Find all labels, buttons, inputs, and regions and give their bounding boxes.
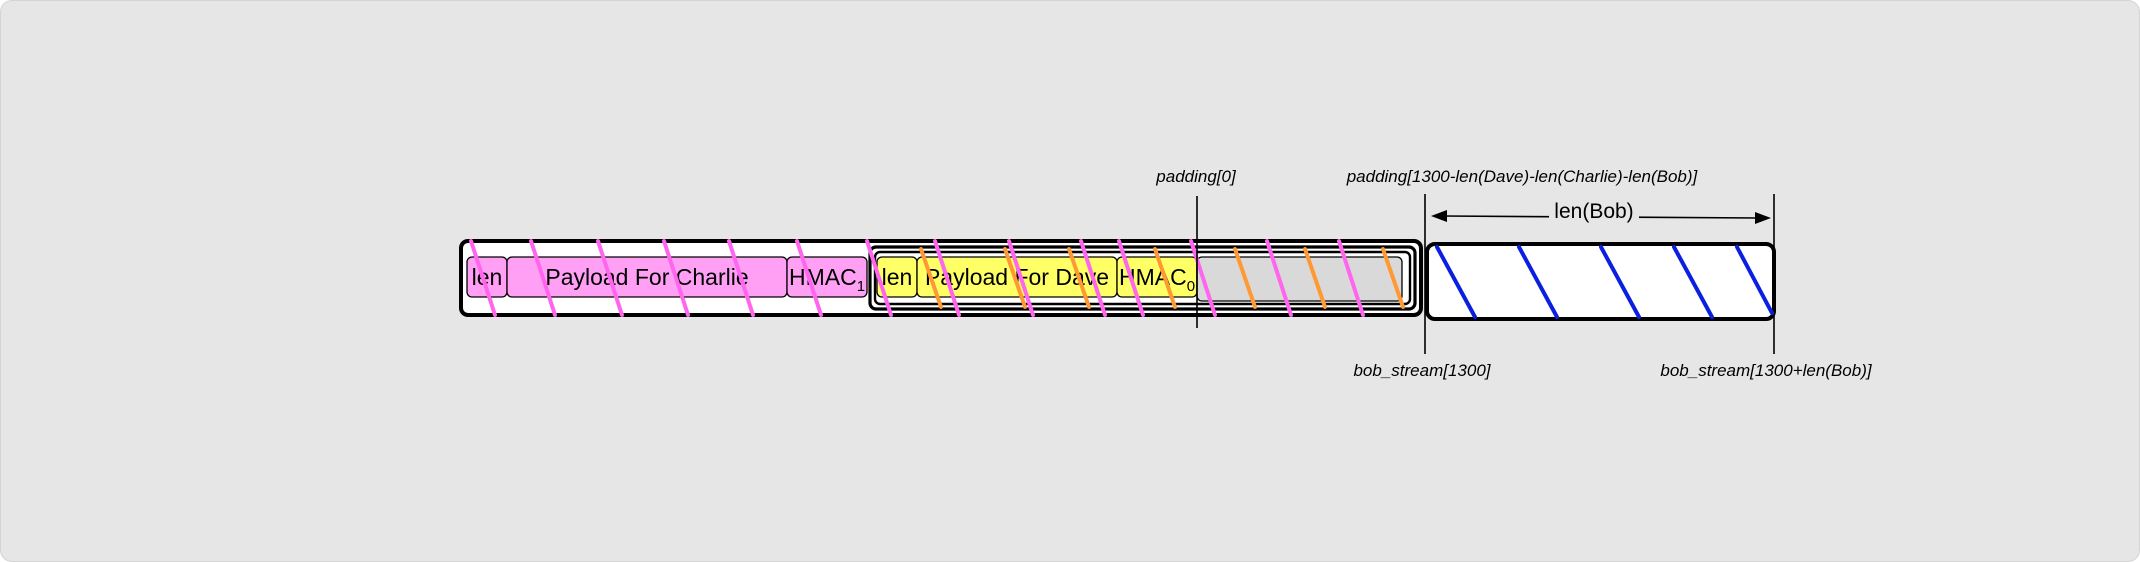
padding-end-label: padding[1300-len(Dave)-len(Charlie)-len(… — [1346, 167, 1699, 186]
padding-field — [1196, 256, 1403, 302]
dave-encryption-hatching — [919, 247, 1405, 309]
padding-start-label: padding[0] — [1155, 167, 1237, 186]
charlie-payload-text: Payload For Charlie — [545, 264, 748, 290]
stream-start-label: bob_stream[1300] — [1353, 361, 1491, 380]
len-bob-label: len(Bob) — [1554, 200, 1633, 223]
bob-stream-block — [1425, 242, 1776, 321]
charlie-hmac-text: HMAC1 — [789, 264, 865, 295]
dave-len-text: len — [882, 264, 913, 290]
dave-hmac-text: HMAC0 — [1119, 264, 1195, 295]
charlie-encryption-hatching — [469, 239, 1365, 317]
dave-layer-frame-inner — [873, 250, 1412, 306]
len-bob-label-bg — [1549, 199, 1639, 225]
bob-stream-hatching — [1435, 245, 1774, 319]
stream-end-label: bob_stream[1300+len(Bob)] — [1660, 361, 1872, 380]
